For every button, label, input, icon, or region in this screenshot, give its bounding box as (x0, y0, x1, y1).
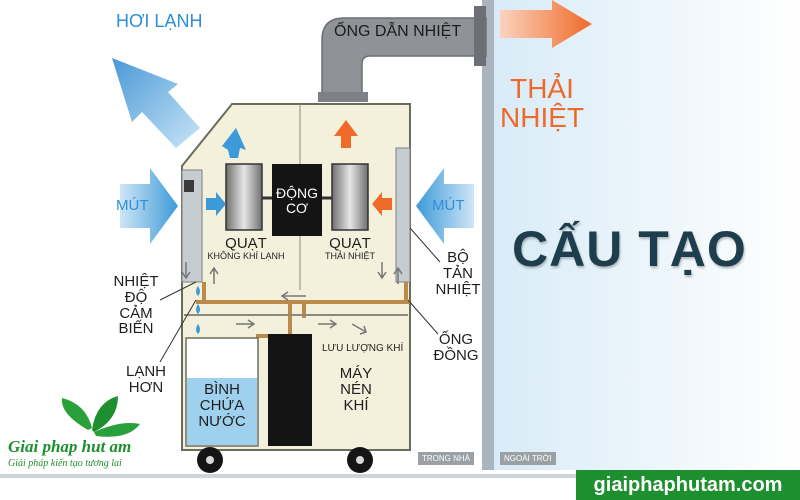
tank-line-2: CHỨA (199, 396, 245, 414)
compressor-line-1: MÁY (339, 365, 373, 382)
cold-air-label: HƠI LẠNH (116, 11, 203, 31)
lower-frame (184, 314, 408, 316)
colder-label: LẠNH HƠN (118, 364, 174, 396)
cold-in-arrow (206, 192, 226, 216)
sensor-line-2: ĐỘ (124, 288, 148, 306)
cold-up-arrow (222, 128, 246, 158)
compressor-label: MÁY NÉN KHÍ (326, 366, 386, 413)
radiator-label: BỘ TẢN NHIỆT (430, 250, 486, 297)
heat-fan-line-1: QUẠT (329, 235, 371, 252)
sensor-line-3: CẢM (119, 304, 153, 322)
duct-collar (318, 92, 368, 102)
cold-fan-line-1: QUẠT (225, 235, 267, 252)
sensor-line-4: BIẾN (118, 320, 154, 338)
sensor (184, 180, 194, 192)
colder-line-2: HƠN (128, 378, 164, 396)
cold-fan-label: QUẠT KHÔNG KHÍ LẠNH (200, 236, 292, 261)
motor (272, 164, 322, 236)
compressor-line-2: NÉN (340, 380, 372, 398)
page-title: CẤU TẠO (512, 221, 747, 277)
copper-line-1: ỐNG (438, 331, 474, 348)
wall (482, 0, 494, 470)
left-filter (181, 169, 203, 283)
floor (0, 474, 576, 478)
heat-fan-label: QUẠT THẢI NHIỆT (316, 236, 384, 261)
heat-out-line-2: NHIỆT (500, 102, 584, 134)
radiator-line-3: NHIỆT (435, 280, 481, 298)
flow-arrows (181, 262, 403, 335)
colder-line-1: LẠNH (125, 363, 166, 380)
radiator-line-1: BỘ (447, 249, 469, 266)
motor-line-1: ĐỘNG (276, 185, 318, 201)
flow-label: LƯU LƯỢNG KHÍ (322, 343, 404, 354)
outdoor-tag: NGOÀI TRỜI (500, 452, 556, 465)
duct-flange (474, 6, 486, 66)
radiator-line-2: TẢN (443, 264, 473, 282)
heat-fan-line-2: THẢI NHIỆT (324, 250, 375, 261)
heat-out-arrow (500, 0, 592, 48)
foam-left-arrow (120, 168, 178, 244)
foam-left-label: MÚT (116, 197, 149, 214)
heat-in-arrow (372, 192, 392, 216)
copper-label: ỐNG ĐỒNG (426, 332, 486, 364)
heat-out-line-1: THẢI (510, 73, 574, 104)
foam-right-label: MÚT (432, 197, 465, 214)
cold-air-arrow (112, 58, 200, 148)
outdoor-area (492, 0, 800, 470)
motor-line-2: CƠ (285, 199, 309, 216)
compressor (268, 334, 312, 446)
sensor-label: NHIỆT ĐỘ CẢM BIẾN (108, 274, 164, 337)
heat-fan (331, 163, 369, 231)
foam-right-arrow (416, 168, 474, 244)
water-level (187, 378, 257, 445)
tank-line-3: NƯỚC (198, 412, 246, 430)
brand-slogan: Giải pháp kiến tạo tương lai (8, 458, 122, 469)
motor-label: ĐỘNG CƠ (272, 186, 322, 215)
sensor-line-1: NHIỆT (113, 273, 159, 290)
copper-line-2: ĐỒNG (433, 346, 479, 364)
website-link[interactable]: giaiphaphutam.com (576, 470, 800, 500)
compressor-line-3: KHÍ (343, 396, 369, 414)
leader-lines (159, 227, 441, 363)
leaf-logo-icon (61, 396, 140, 437)
heat-out-label: THẢI NHIỆT (500, 74, 584, 133)
right-filter (395, 147, 411, 283)
cold-fan (225, 163, 263, 231)
cold-fan-line-2: KHÔNG KHÍ LẠNH (207, 250, 285, 261)
heat-up-arrow (334, 120, 358, 148)
tank-line-1: BÌNH (204, 381, 240, 398)
brand-name: Giai phap hut am (8, 437, 132, 456)
wheel-icon (197, 447, 373, 473)
tank-label: BÌNH CHỨA NƯỚC (186, 382, 258, 429)
heat-pipe-label: ỐNG DẪN NHIỆT (334, 23, 462, 40)
indoor-tag: TRONG NHÀ (418, 452, 474, 465)
